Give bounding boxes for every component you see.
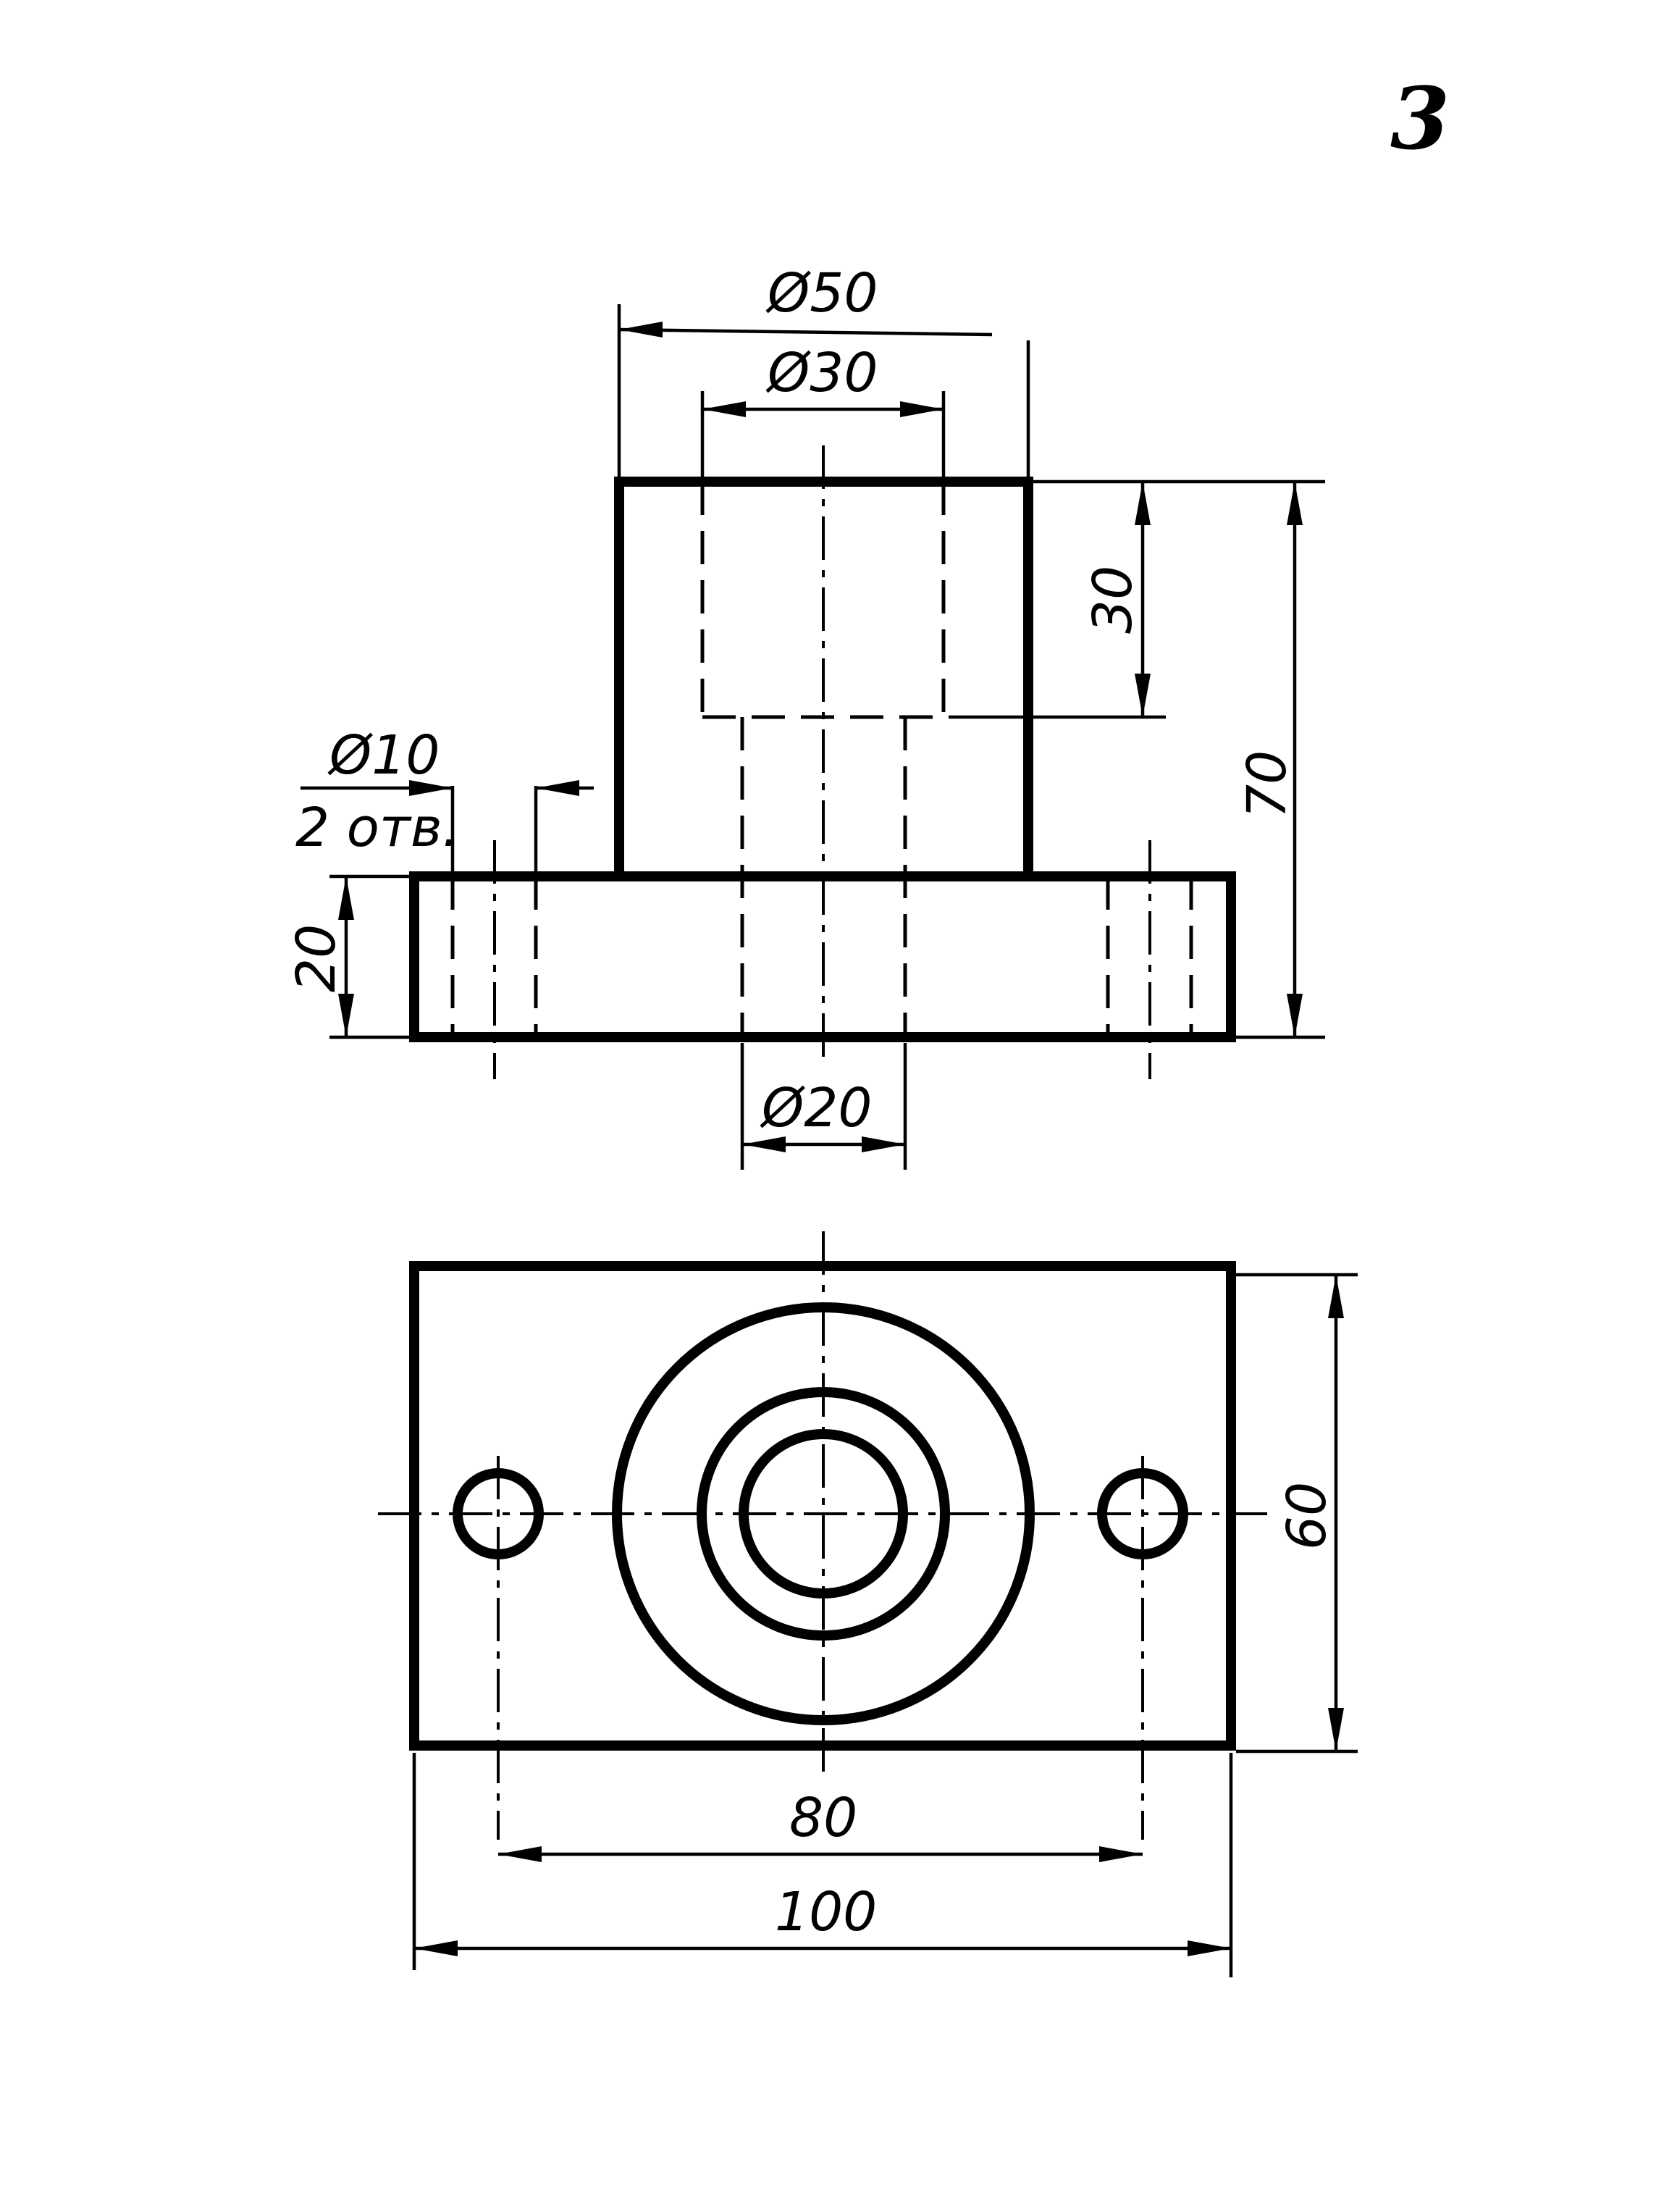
arrowhead xyxy=(1099,1846,1143,1862)
arrowhead xyxy=(414,1940,458,1956)
arrowhead xyxy=(1188,1940,1231,1956)
sheet-number: 3 xyxy=(1390,68,1450,169)
dim-bore-depth-label: 30 xyxy=(1082,566,1144,634)
arrowhead xyxy=(1328,1275,1344,1318)
dim-bore-dia-label: Ø30 xyxy=(765,342,878,404)
top-view: 60 80 100 xyxy=(378,1231,1358,1977)
dim-base-height: 20 xyxy=(285,876,354,1037)
dim-length: 100 xyxy=(414,1881,1231,1956)
dim-through-hole-diameter: Ø20 xyxy=(742,1077,905,1152)
arrowhead xyxy=(338,994,354,1037)
arrowhead xyxy=(1287,482,1303,525)
dim-bore-depth: 30 xyxy=(1082,482,1151,717)
dim-hole-diameter: Ø10 2 отв. xyxy=(295,724,594,859)
front-view: Ø50 Ø30 30 70 20 xyxy=(285,262,1325,1170)
arrowhead xyxy=(409,780,453,796)
arrowhead xyxy=(1287,994,1303,1037)
dim-depth-label: 60 xyxy=(1276,1482,1338,1550)
arrowhead xyxy=(338,876,354,920)
dim-total-height: 70 xyxy=(1236,482,1303,1037)
arrowhead xyxy=(900,401,944,417)
dim-outer-dia-label: Ø50 xyxy=(765,262,878,324)
dim-bore-diameter: Ø30 xyxy=(702,342,944,417)
arrowhead xyxy=(498,1846,542,1862)
arrowhead xyxy=(619,322,663,338)
dim-total-height-label: 70 xyxy=(1236,750,1298,818)
dim-hole-spacing: 80 xyxy=(498,1787,1143,1862)
dim-hole-count-label: 2 отв. xyxy=(295,797,459,859)
arrowhead xyxy=(1135,482,1151,525)
dim-depth: 60 xyxy=(1276,1275,1344,1751)
arrowhead xyxy=(1328,1708,1344,1751)
dim-base-height-label: 20 xyxy=(285,924,348,992)
dim-hole-spacing-label: 80 xyxy=(789,1787,857,1849)
arrowhead xyxy=(536,780,579,796)
arrowhead xyxy=(862,1136,905,1152)
arrowhead xyxy=(1135,674,1151,717)
arrowhead xyxy=(742,1136,786,1152)
arrowhead xyxy=(702,401,746,417)
dim-hole-dia-label: Ø10 xyxy=(327,724,440,787)
dim-length-label: 100 xyxy=(775,1881,877,1943)
dim-through-hole-label: Ø20 xyxy=(760,1077,872,1139)
dim-outer-diameter: Ø50 xyxy=(618,262,993,338)
